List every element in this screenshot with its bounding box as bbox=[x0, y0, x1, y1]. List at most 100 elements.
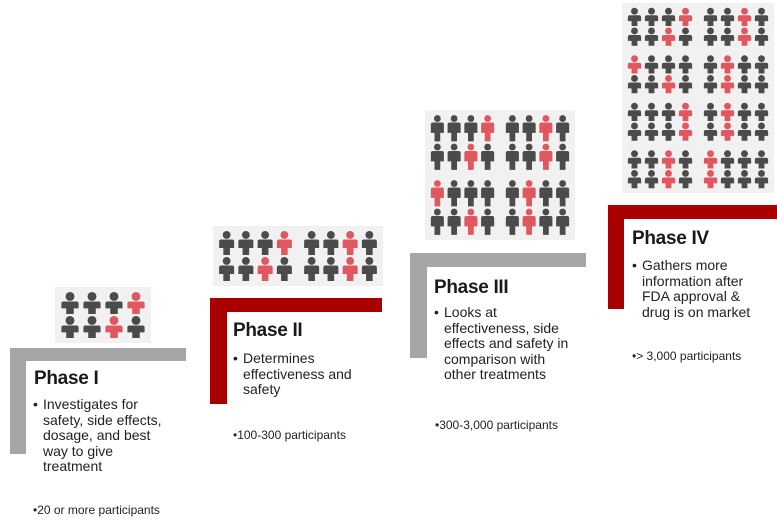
phase-1-participant-grid bbox=[55, 287, 151, 343]
person-icon bbox=[430, 143, 444, 170]
person-icon bbox=[720, 7, 735, 26]
person-icon bbox=[720, 102, 735, 121]
person-icon bbox=[703, 7, 718, 26]
person-icon bbox=[720, 170, 735, 189]
person-icon bbox=[219, 231, 235, 255]
person-icon bbox=[522, 115, 536, 142]
person-icon bbox=[556, 143, 570, 170]
person-icon bbox=[539, 143, 553, 170]
phase-4-description: • Gathers more information after FDA app… bbox=[632, 257, 777, 320]
phase-3-description-text: Looks at effectiveness, side effects and… bbox=[444, 304, 569, 382]
person-icon bbox=[481, 208, 495, 235]
person-icon bbox=[539, 180, 553, 207]
phase-3-step-riser bbox=[410, 253, 427, 358]
person-icon bbox=[661, 150, 676, 169]
person-icon bbox=[720, 122, 735, 141]
phase-1-step-riser bbox=[10, 348, 26, 454]
person-icon bbox=[505, 115, 519, 142]
person-icon bbox=[720, 75, 735, 94]
person-icon bbox=[661, 102, 676, 121]
person-icon bbox=[481, 143, 495, 170]
person-icon bbox=[703, 55, 718, 74]
person-icon bbox=[737, 150, 752, 169]
person-icon bbox=[430, 115, 444, 142]
person-icon bbox=[481, 115, 495, 142]
person-icon bbox=[304, 231, 320, 255]
person-icon bbox=[627, 55, 642, 74]
phase-1-description: • Investigates for safety, side effects,… bbox=[33, 396, 193, 475]
person-icon bbox=[127, 315, 145, 339]
person-icon bbox=[464, 208, 478, 235]
person-icon bbox=[644, 150, 659, 169]
phase-2-participants: •100-300 participants bbox=[233, 428, 346, 442]
person-icon bbox=[219, 257, 235, 281]
person-icon bbox=[720, 55, 735, 74]
person-icon bbox=[703, 75, 718, 94]
phase-3-participants: •300-3,000 participants bbox=[435, 418, 558, 432]
bullet-marker: • bbox=[233, 350, 238, 366]
people-grid-svg bbox=[61, 291, 145, 339]
person-icon bbox=[644, 102, 659, 121]
person-icon bbox=[556, 115, 570, 142]
person-icon bbox=[447, 208, 461, 235]
person-icon bbox=[539, 208, 553, 235]
person-icon bbox=[737, 7, 752, 26]
phase-4-participant-grid bbox=[622, 3, 774, 193]
phase-1-description-text: Investigates for safety, side effects, d… bbox=[43, 396, 162, 474]
person-icon bbox=[464, 115, 478, 142]
person-icon bbox=[678, 27, 693, 46]
person-icon bbox=[556, 180, 570, 207]
phase-3-participant-grid bbox=[425, 110, 575, 240]
person-icon bbox=[678, 170, 693, 189]
person-icon bbox=[430, 180, 444, 207]
person-icon bbox=[522, 143, 536, 170]
person-icon bbox=[737, 27, 752, 46]
person-icon bbox=[644, 170, 659, 189]
person-icon bbox=[737, 75, 752, 94]
person-icon bbox=[754, 150, 769, 169]
bullet-marker: • bbox=[33, 396, 38, 412]
phase-4-step-bar bbox=[608, 205, 777, 219]
person-icon bbox=[754, 122, 769, 141]
people-grid-svg bbox=[430, 115, 570, 235]
phase-3-step-bar bbox=[410, 253, 586, 267]
person-icon bbox=[127, 291, 145, 315]
phase-4-step-riser bbox=[608, 205, 624, 309]
person-icon bbox=[703, 102, 718, 121]
person-icon bbox=[678, 7, 693, 26]
person-icon bbox=[754, 170, 769, 189]
person-icon bbox=[323, 231, 339, 255]
person-icon bbox=[342, 231, 358, 255]
phase-1-participants: •20 or more participants bbox=[33, 503, 160, 517]
person-icon bbox=[720, 150, 735, 169]
phase-2-participant-grid bbox=[213, 226, 383, 286]
person-icon bbox=[83, 291, 101, 315]
person-icon bbox=[361, 231, 377, 255]
people-grid-svg bbox=[627, 7, 769, 189]
person-icon bbox=[361, 257, 377, 281]
person-icon bbox=[678, 75, 693, 94]
person-icon bbox=[61, 291, 79, 315]
person-icon bbox=[430, 208, 444, 235]
phase-2-step-riser bbox=[210, 298, 227, 404]
person-icon bbox=[342, 257, 358, 281]
person-icon bbox=[644, 75, 659, 94]
person-icon bbox=[661, 170, 676, 189]
person-icon bbox=[737, 122, 752, 141]
person-icon bbox=[644, 7, 659, 26]
bullet-marker: • bbox=[434, 304, 439, 320]
person-icon bbox=[754, 102, 769, 121]
person-icon bbox=[61, 315, 79, 339]
person-icon bbox=[661, 7, 676, 26]
person-icon bbox=[556, 208, 570, 235]
person-icon bbox=[737, 55, 752, 74]
person-icon bbox=[627, 170, 642, 189]
phase-2-step-bar bbox=[210, 298, 382, 312]
person-icon bbox=[539, 115, 553, 142]
person-icon bbox=[83, 315, 101, 339]
person-icon bbox=[627, 122, 642, 141]
person-icon bbox=[257, 257, 273, 281]
person-icon bbox=[238, 231, 254, 255]
person-icon bbox=[257, 231, 273, 255]
person-icon bbox=[678, 102, 693, 121]
